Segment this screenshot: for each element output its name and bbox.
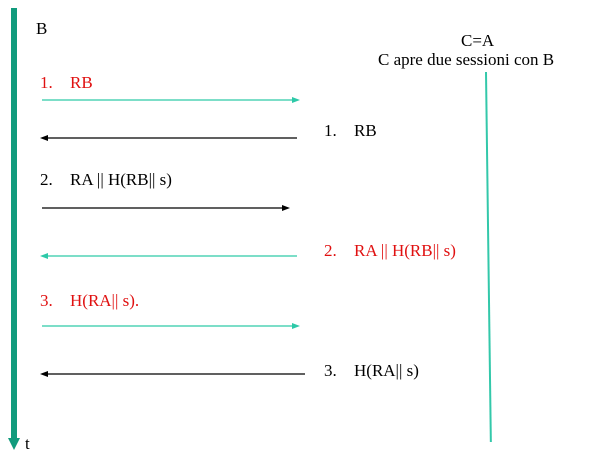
b-actor-label: B xyxy=(36,19,48,38)
arrow-msg-1-left xyxy=(40,135,297,141)
arrow-msg-2-right xyxy=(42,205,290,211)
msg-3-right-label: 3. H(RA|| s). xyxy=(40,291,139,311)
msg-1-left-text: RB xyxy=(354,121,377,140)
arrow-msg-3-right xyxy=(42,323,300,329)
msg-1-right-num: 1. xyxy=(40,73,53,92)
msg-3-left-text: H(RA|| s) xyxy=(354,361,419,380)
b-timeline xyxy=(11,8,17,440)
msg-1-right-label: 1. RB xyxy=(40,73,93,93)
msg-3-right-text: H(RA|| s). xyxy=(70,291,140,310)
msg-1-left-num: 1. xyxy=(324,121,337,140)
msg-2-left-text: RA || H(RB|| s) xyxy=(354,241,456,260)
arrow-msg-3-left xyxy=(40,371,305,377)
msg-3-left-label: 3. H(RA|| s) xyxy=(324,361,419,381)
timeline-arrowhead-icon xyxy=(8,438,20,450)
msg-3-right-num: 3. xyxy=(40,291,53,310)
msg-1-left-label: 1. RB xyxy=(324,121,377,141)
arrow-msg-2-left xyxy=(40,253,297,259)
msg-2-left-num: 2. xyxy=(324,241,337,260)
c-subtitle: C apre due sessioni con B xyxy=(378,50,555,69)
msg-2-left-label: 2. RA || H(RB|| s) xyxy=(324,241,456,261)
time-axis-label: t xyxy=(25,434,30,453)
msg-2-right-label: 2. RA || H(RB|| s) xyxy=(40,170,172,190)
c-title: C=A xyxy=(461,31,495,50)
arrow-msg-1-right xyxy=(42,97,300,103)
msg-2-right-text: RA || H(RB|| s) xyxy=(70,170,172,189)
msg-3-left-num: 3. xyxy=(324,361,337,380)
msg-1-right-text: RB xyxy=(70,73,93,92)
msg-2-right-num: 2. xyxy=(40,170,53,189)
